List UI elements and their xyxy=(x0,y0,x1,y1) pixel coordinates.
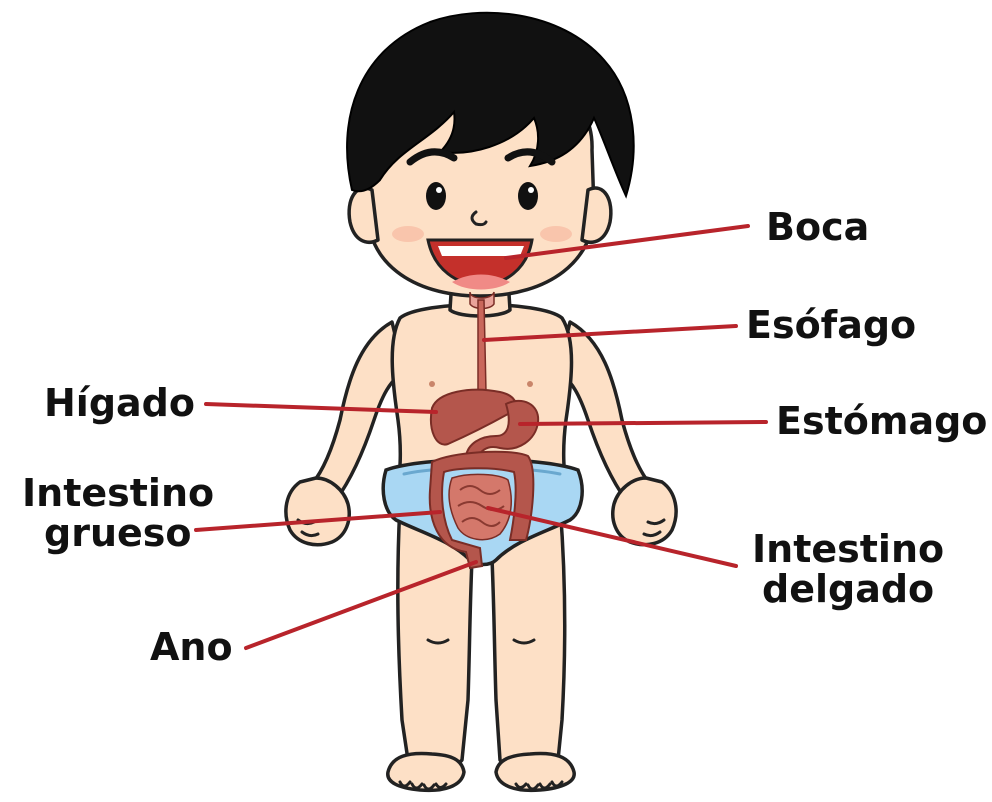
label-higado: Hígado xyxy=(44,381,195,425)
leader-line-estomago xyxy=(520,422,766,424)
label-esofago: Esófago xyxy=(746,303,916,347)
label-intestino-delgado-line2: delgado xyxy=(762,567,934,611)
esophagus-shape xyxy=(478,300,486,392)
label-intestino-delgado-line1: Intestino xyxy=(752,527,944,571)
label-intestino-grueso-line2: grueso xyxy=(44,511,192,555)
label-boca: Boca xyxy=(766,205,869,249)
label-intestino-grueso-line1: Intestino xyxy=(22,471,214,515)
label-estomago: Estómago xyxy=(776,399,987,443)
label-ano: Ano xyxy=(150,625,233,669)
